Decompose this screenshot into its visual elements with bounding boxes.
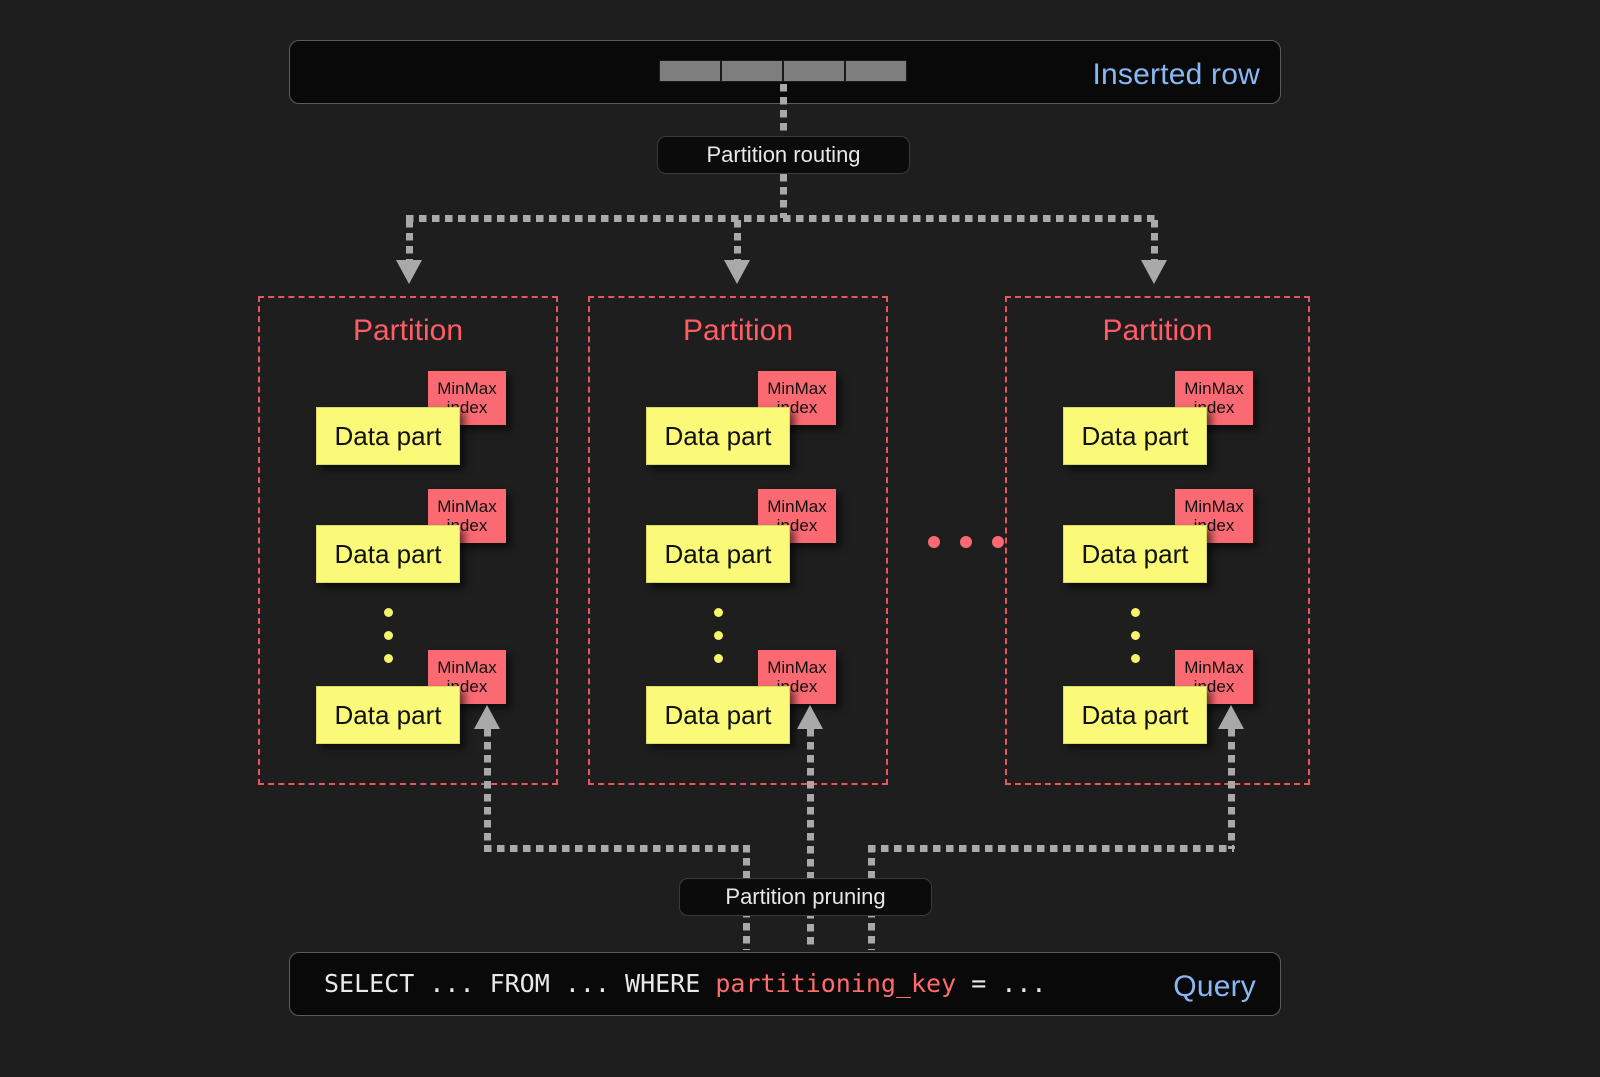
ellipsis-dot (714, 654, 723, 663)
pruning-gather-line-right (868, 845, 1234, 852)
pruning-gather-line-left (484, 845, 749, 852)
pruning-arrow-partition-3 (1218, 705, 1244, 729)
ellipsis-dot (1131, 654, 1140, 663)
partition-box-2: Partition MinMax index Data part MinMax … (588, 296, 888, 785)
query-suffix: = ... (956, 969, 1047, 998)
row-cell (721, 60, 783, 82)
minmax-line-1: MinMax (767, 657, 827, 677)
partition-pruning-box: Partition pruning (679, 878, 932, 916)
pruning-arrow-partition-2 (797, 705, 823, 729)
ellipsis-dot (1131, 608, 1140, 617)
minmax-line-1: MinMax (437, 378, 497, 398)
query-panel: SELECT ... FROM ... WHERE partitioning_k… (289, 952, 1281, 1016)
ellipsis-dot (928, 536, 940, 548)
partition-routing-box: Partition routing (657, 136, 910, 174)
row-cell (845, 60, 907, 82)
row-cell (659, 60, 721, 82)
pruning-line-partition-1 (484, 729, 491, 849)
ellipsis-dot (960, 536, 972, 548)
minmax-line-1: MinMax (437, 657, 497, 677)
data-part-ellipsis (1131, 608, 1140, 677)
partition-box-3: Partition MinMax index Data part MinMax … (1005, 296, 1310, 785)
minmax-index-box: MinMax index (428, 650, 506, 704)
minmax-index-box: MinMax index (428, 371, 506, 425)
data-part-box: Data part (1063, 407, 1207, 465)
ellipsis-dot (714, 631, 723, 640)
data-part-box: Data part (646, 686, 790, 744)
data-part-box: Data part (1063, 686, 1207, 744)
query-keyword: partitioning_key (715, 969, 957, 998)
partition-title: Partition (682, 314, 794, 347)
partition-title: Partition (1102, 314, 1213, 347)
query-prefix: SELECT ... FROM ... WHERE (324, 969, 716, 998)
query-label: Query (1173, 970, 1256, 1003)
data-part-box: Data part (316, 525, 460, 583)
data-part-ellipsis (714, 608, 723, 677)
ellipsis-dot (384, 654, 393, 663)
partition-title: Partition (352, 314, 464, 347)
data-part-box: Data part (1063, 525, 1207, 583)
branch-arrow-partition-1 (396, 260, 422, 284)
data-part-ellipsis (384, 608, 393, 677)
minmax-line-1: MinMax (767, 496, 827, 516)
minmax-line-1: MinMax (437, 496, 497, 516)
branch-line-partition-2 (734, 220, 741, 262)
inserted-row-cells (659, 60, 907, 82)
minmax-line-1: MinMax (1184, 496, 1244, 516)
ellipsis-dot (384, 631, 393, 640)
partition-box-1: Partition MinMax index Data part MinMax … (258, 296, 558, 785)
row-cell (783, 60, 845, 82)
data-part-box: Data part (316, 407, 460, 465)
partition-ellipsis (928, 536, 1024, 548)
branch-arrow-partition-3 (1141, 260, 1167, 284)
minmax-line-1: MinMax (1184, 657, 1244, 677)
ellipsis-dot (384, 608, 393, 617)
pruning-arrow-partition-1 (474, 705, 500, 729)
data-part-box: Data part (646, 525, 790, 583)
connector-row-to-routing (780, 84, 787, 138)
data-part-box: Data part (316, 686, 460, 744)
inserted-row-label: Inserted row (1092, 58, 1260, 91)
branch-arrow-partition-2 (724, 260, 750, 284)
data-part-box: Data part (646, 407, 790, 465)
pruning-line-partition-3 (1228, 729, 1235, 849)
branch-line-partition-1 (406, 220, 413, 262)
routing-bus-line (406, 215, 1158, 222)
ellipsis-dot (714, 608, 723, 617)
minmax-line-1: MinMax (1184, 378, 1244, 398)
connector-routing-to-bus (780, 174, 787, 218)
ellipsis-dot (992, 536, 1004, 548)
ellipsis-dot (1131, 631, 1140, 640)
pruning-line-partition-2 (807, 729, 814, 949)
minmax-line-1: MinMax (767, 378, 827, 398)
branch-line-partition-3 (1151, 220, 1158, 262)
query-text: SELECT ... FROM ... WHERE partitioning_k… (324, 969, 1046, 998)
